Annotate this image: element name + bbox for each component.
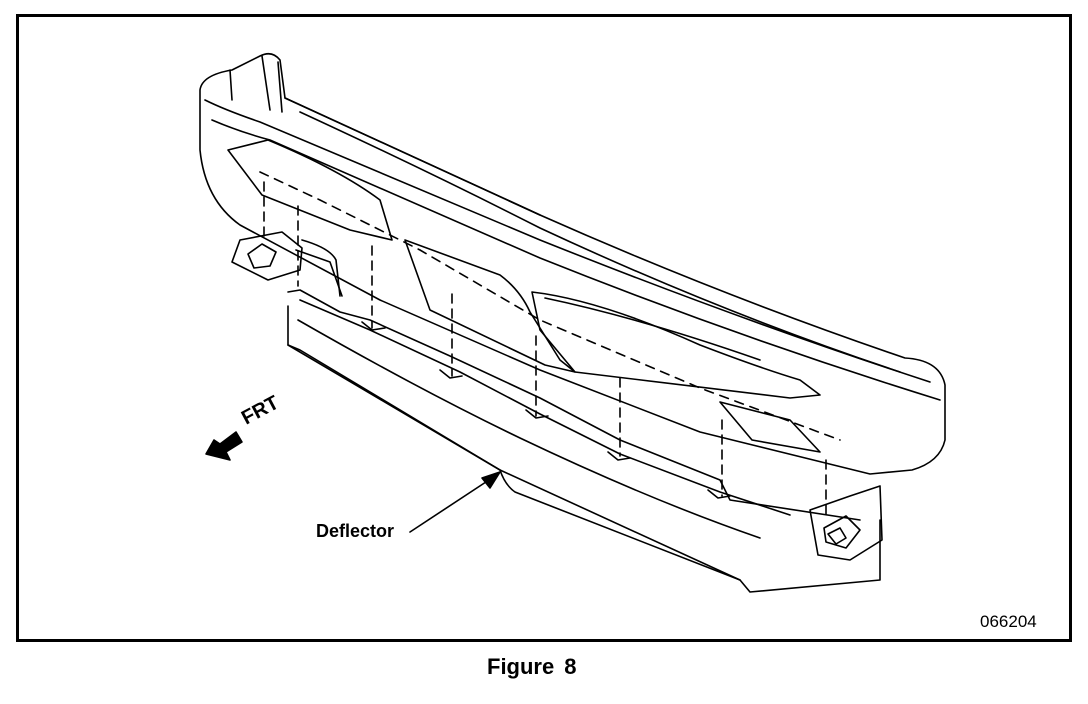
deflector	[231, 231, 883, 593]
figure-frame	[16, 14, 1072, 642]
figure-caption: Figure 8	[487, 654, 576, 680]
figure-caption-number: 8	[564, 654, 577, 679]
figure-caption-word: Figure	[487, 654, 555, 679]
front-direction-arrow-icon	[205, 431, 243, 461]
deflector-leader-arrow	[409, 471, 501, 533]
alignment-lines	[263, 181, 827, 521]
figure-reference-number: 066204	[980, 612, 1037, 631]
bumper-fascia	[199, 52, 946, 475]
deflector-label: Deflector	[316, 521, 395, 541]
